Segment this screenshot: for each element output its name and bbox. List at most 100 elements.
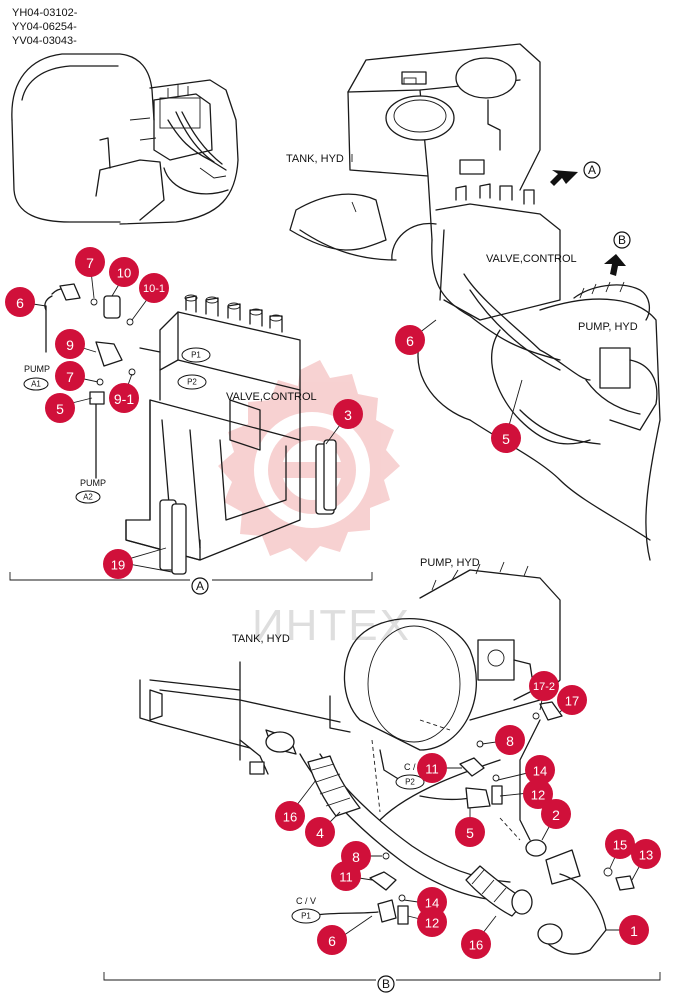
- callout-circle: [5, 287, 35, 317]
- callout-number: 17-2: [533, 681, 555, 693]
- callout-9: 9: [55, 329, 85, 359]
- label-cv-p2: C / V: [404, 762, 424, 772]
- serial-1: YH04-03102-: [12, 7, 78, 19]
- callout-number: 5: [502, 431, 510, 447]
- callout-2: 2: [541, 799, 571, 829]
- callout-number: 9: [66, 337, 74, 353]
- callout-17-2: 17-2: [529, 671, 559, 701]
- callout-5a: 5: [45, 393, 75, 423]
- callout-number: 19: [111, 558, 125, 573]
- label-pump-a1: PUMP: [24, 364, 50, 374]
- serial-3: YV04-03043-: [12, 35, 77, 47]
- svg-text:P2: P2: [187, 378, 197, 387]
- callout-9-1: 9-1: [109, 383, 139, 413]
- callout-circle: [395, 325, 425, 355]
- oval-p2: P2: [177, 374, 207, 390]
- callout-11a: 11: [417, 753, 447, 783]
- callout-number: 3: [344, 407, 352, 423]
- section-a-marker: A: [196, 579, 204, 593]
- callout-number: 1: [630, 923, 638, 939]
- callout-circle: [109, 257, 139, 287]
- callout-3: 3: [333, 399, 363, 429]
- callout-6b: 6: [395, 325, 425, 355]
- callout-circle: [417, 907, 447, 937]
- callout-number: 4: [316, 825, 324, 841]
- callout-number: 17: [565, 694, 579, 709]
- callout-17: 17: [557, 685, 587, 715]
- callout-number: 10-1: [143, 283, 165, 295]
- oval-cv-p1: P1: [291, 908, 321, 924]
- callout-5b: 5: [491, 423, 521, 453]
- callout-number: 16: [283, 810, 297, 825]
- callout-circle: [139, 273, 169, 303]
- callout-circle: [491, 423, 521, 453]
- callout-6a: 6: [5, 287, 35, 317]
- callout-circle: [525, 755, 555, 785]
- section-b-bracket: B: [103, 972, 661, 993]
- label-tank-hyd-top: TANK, HYD: [286, 153, 344, 165]
- label-pump-a2: PUMP: [80, 478, 106, 488]
- svg-text:P1: P1: [191, 351, 201, 360]
- label-valve-control-a: VALVE,CONTROL: [226, 391, 317, 403]
- callout-circle: [55, 329, 85, 359]
- callout-19: 19: [103, 549, 133, 579]
- callout-13: 13: [631, 839, 661, 869]
- callout-number: 5: [466, 825, 474, 841]
- callout-circle: [55, 361, 85, 391]
- callout-number: 7: [86, 255, 94, 271]
- oval-a2: A2: [75, 490, 101, 504]
- callout-circle: [275, 801, 305, 831]
- watermark-logo: ИНТЕХ: [218, 360, 409, 650]
- label-pump-hyd-b: PUMP, HYD: [420, 557, 480, 569]
- pump-tank-detail: [139, 561, 635, 955]
- oval-p1: P1: [181, 347, 211, 363]
- label-cv-p1: C / V: [296, 896, 316, 906]
- callout-circle: [529, 671, 559, 701]
- callout-number: 8: [506, 733, 514, 749]
- callout-circle: [461, 929, 491, 959]
- callout-number: 9-1: [114, 391, 134, 407]
- label-valve-control-top: VALVE,CONTROL: [486, 253, 577, 265]
- callout-number: 11: [425, 762, 439, 777]
- callout-12b: 12: [417, 907, 447, 937]
- callout-number: 10: [117, 266, 131, 281]
- section-a-bracket: A: [9, 572, 373, 595]
- callout-4: 4: [305, 817, 335, 847]
- callout-number: 6: [328, 933, 336, 949]
- view-arrow-a: A: [550, 161, 601, 186]
- callout-number: 12: [531, 788, 545, 803]
- callout-14a: 14: [525, 755, 555, 785]
- label-tank-hyd-b: TANK, HYD: [232, 633, 290, 645]
- section-b-marker: B: [382, 977, 390, 991]
- callout-number: 6: [16, 295, 24, 311]
- callout-circle: [45, 393, 75, 423]
- callout-circle: [557, 685, 587, 715]
- callout-circle: [333, 399, 363, 429]
- control-valve-detail: [44, 283, 337, 575]
- callout-16b: 16: [461, 929, 491, 959]
- callout-1: 1: [619, 915, 649, 945]
- callout-circle: [495, 725, 525, 755]
- callout-number: 15: [613, 838, 627, 853]
- oval-cv-p2: P2: [395, 774, 425, 790]
- callout-number: 6: [406, 333, 414, 349]
- serial-2: YY04-06254-: [12, 21, 77, 33]
- callout-circle: [619, 915, 649, 945]
- callout-circle: [523, 779, 553, 809]
- callout-7b: 7: [55, 361, 85, 391]
- svg-text:A2: A2: [83, 493, 93, 502]
- view-arrow-a-label: A: [588, 163, 596, 177]
- callout-number: 14: [425, 896, 439, 911]
- callout-circle: [331, 861, 361, 891]
- callout-number: 12: [425, 916, 439, 931]
- svg-text:P2: P2: [405, 778, 415, 787]
- callout-circle: [75, 247, 105, 277]
- callout-circle: [305, 817, 335, 847]
- svg-text:P1: P1: [301, 912, 311, 921]
- svg-text:A1: A1: [31, 380, 41, 389]
- callout-number: 13: [639, 848, 653, 863]
- callout-10-1: 10-1: [139, 273, 169, 303]
- machine-view-top-right: [289, 43, 661, 561]
